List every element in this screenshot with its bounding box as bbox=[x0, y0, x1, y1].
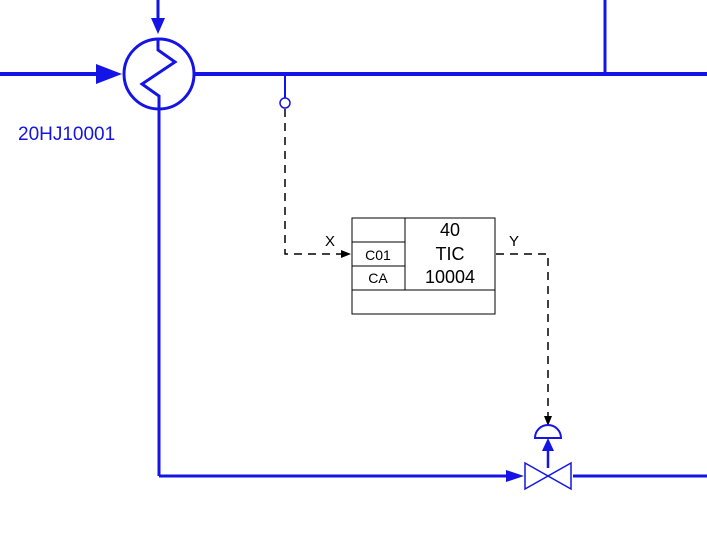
process-lines bbox=[0, 0, 707, 482]
gate-valve-icon bbox=[524, 461, 572, 491]
signal-lines bbox=[284, 109, 552, 426]
controller-loop-number: 40 bbox=[440, 220, 460, 240]
flow-arrow-top bbox=[151, 18, 165, 34]
actuator-arrow-icon bbox=[542, 438, 554, 451]
controller-function: TIC bbox=[436, 244, 465, 264]
heat-exchanger-icon[interactable] bbox=[122, 37, 196, 111]
sensor-point-icon[interactable] bbox=[279, 97, 291, 109]
control-valve[interactable] bbox=[524, 424, 572, 491]
signal-input-label: X bbox=[325, 233, 335, 250]
signal-output-line bbox=[496, 253, 552, 426]
controller-block[interactable] bbox=[351, 217, 496, 315]
controller-left-bottom: CA bbox=[368, 270, 388, 286]
controller-left-mid: C01 bbox=[365, 247, 391, 263]
diaphragm-actuator-icon bbox=[533, 424, 563, 439]
heat-exchanger-tag[interactable]: 20HJ10001 bbox=[18, 124, 115, 145]
controller-tag-number: 10004 bbox=[425, 267, 475, 287]
flow-arrow-bottom bbox=[506, 470, 524, 482]
signal-output-label: Y bbox=[509, 233, 519, 250]
sensor-tap bbox=[279, 74, 291, 109]
signal-input-line bbox=[284, 109, 351, 258]
flow-arrow-inlet bbox=[96, 64, 122, 84]
